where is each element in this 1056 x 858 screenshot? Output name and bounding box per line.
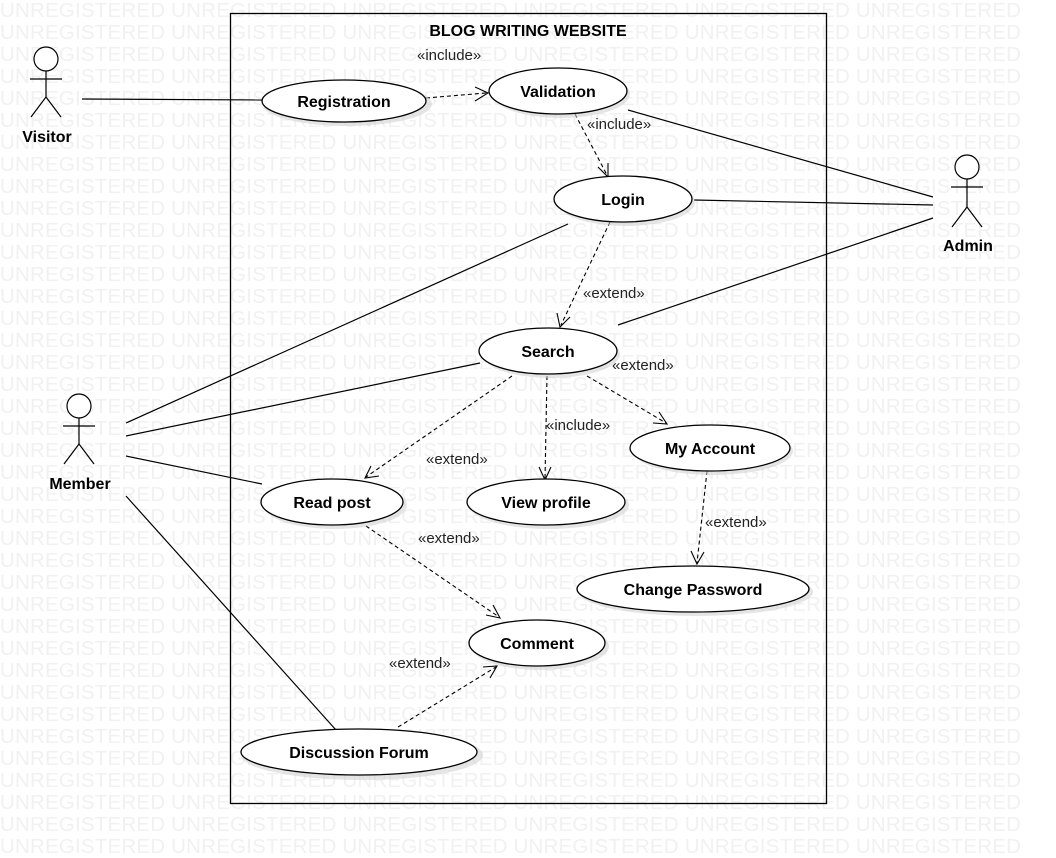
dep-search-myaccount — [586, 375, 667, 424]
actor-member[interactable]: Member — [49, 393, 111, 493]
use-case-login[interactable]: Login — [553, 175, 695, 226]
dep-login-search — [560, 221, 611, 326]
use-case-discussion-forum-label: Discussion Forum — [289, 745, 429, 762]
use-case-read-post-label: Read post — [293, 495, 371, 512]
system-title: BLOG WRITING WEBSITE — [429, 23, 627, 40]
arrowhead-readpost — [364, 465, 380, 479]
assoc-member-login — [125, 223, 569, 424]
stick-figure-icon — [30, 46, 62, 118]
arrowhead-validation — [474, 86, 490, 102]
use-case-discussion-forum[interactable]: Discussion Forum — [240, 728, 483, 780]
label-extend-search-readpost: «extend» — [426, 451, 488, 468]
label-extend-search-myaccount: «extend» — [612, 357, 674, 374]
arrowhead-myaccount — [652, 411, 669, 425]
assoc-validation-admin — [627, 109, 934, 198]
label-include-search-viewprofile: «include» — [546, 417, 610, 434]
actor-visitor-label: Visitor — [22, 129, 72, 146]
dep-validation-login — [574, 113, 608, 176]
assoc-search-admin — [617, 217, 934, 326]
use-case-validation-label: Validation — [520, 84, 596, 101]
use-case-registration-label: Registration — [297, 94, 390, 111]
label-extend-forum-comment: «extend» — [389, 655, 451, 672]
use-case-view-profile[interactable]: View profile — [466, 478, 629, 529]
use-case-read-post[interactable]: Read post — [260, 478, 407, 529]
use-case-search[interactable]: Search — [478, 327, 620, 378]
label-include-validation-login: «include» — [587, 116, 651, 133]
dep-search-viewprofile — [544, 375, 548, 480]
dep-myaccount-changepassword — [696, 470, 708, 564]
assoc-member-readpost — [125, 455, 263, 485]
assoc-member-forum — [125, 495, 337, 731]
stick-figure-icon — [63, 393, 95, 465]
use-case-change-password-label: Change Password — [624, 582, 763, 599]
arrowhead-login — [597, 163, 609, 179]
label-extend-login-search: «extend» — [583, 285, 645, 302]
assoc-login-admin — [693, 199, 934, 206]
use-case-search-label: Search — [521, 344, 574, 361]
use-case-my-account-label: My Account — [665, 441, 756, 458]
arrowhead-changepassword — [690, 550, 705, 566]
dep-readpost-comment — [365, 525, 500, 618]
dep-registration-validation — [425, 92, 487, 99]
stick-figure-icon — [951, 154, 983, 228]
actor-visitor[interactable]: Visitor — [22, 46, 72, 146]
arrowhead-comment-from-readpost — [485, 604, 502, 619]
actor-admin[interactable]: Admin — [943, 154, 993, 255]
use-case-validation[interactable]: Validation — [488, 67, 630, 118]
use-case-change-password[interactable]: Change Password — [576, 565, 813, 616]
dep-search-readpost — [365, 375, 513, 478]
arrowhead-comment-from-forum — [482, 665, 499, 679]
assoc-member-search — [125, 362, 481, 437]
use-case-comment[interactable]: Comment — [468, 619, 609, 670]
arrowhead-search — [556, 312, 571, 329]
actor-member-label: Member — [49, 476, 110, 493]
label-extend-myaccount-changepassword: «extend» — [705, 514, 767, 531]
use-case-my-account[interactable]: My Account — [629, 424, 793, 475]
actor-admin-label: Admin — [943, 238, 993, 255]
dep-forum-comment — [397, 666, 497, 728]
assoc-visitor-registration — [81, 98, 263, 101]
system-boundary — [229, 12, 828, 805]
use-case-view-profile-label: View profile — [501, 495, 591, 512]
use-case-login-label: Login — [601, 192, 645, 209]
use-case-registration[interactable]: Registration — [261, 79, 432, 126]
label-extend-readpost-comment: «extend» — [418, 530, 480, 547]
use-case-comment-label: Comment — [500, 636, 574, 653]
label-include-registration-validation: «include» — [417, 47, 481, 64]
